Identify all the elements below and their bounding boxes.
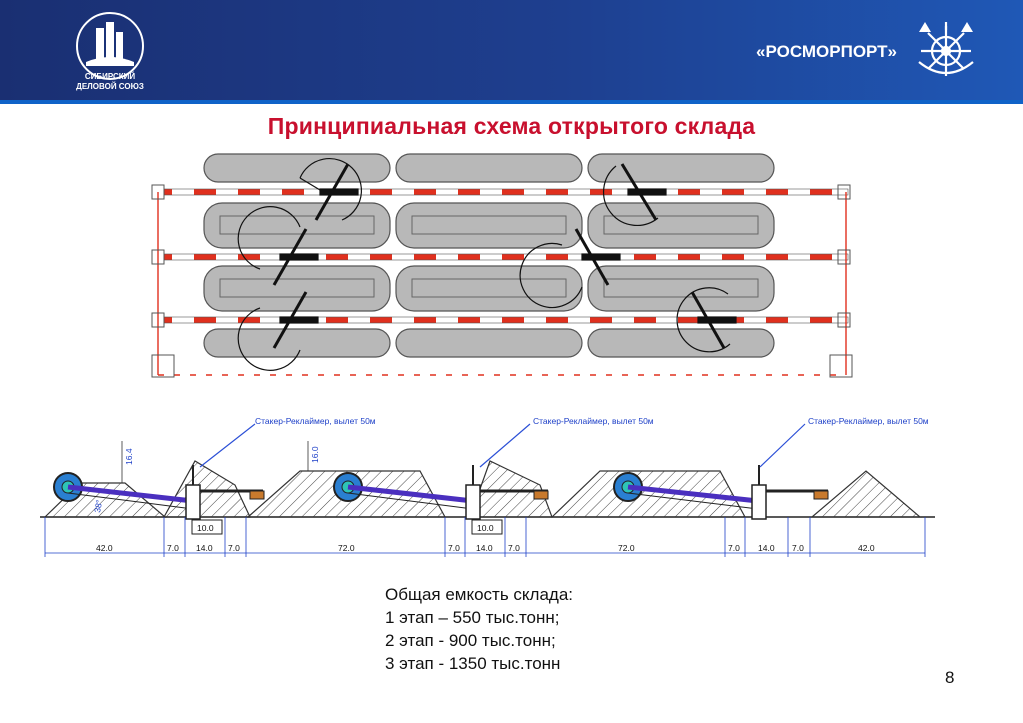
page-number: 8 [945, 668, 955, 687]
anchor-wheel-emblem-icon [918, 22, 974, 76]
capacity-heading: Общая емкость склада: [385, 585, 574, 604]
machine-label-1: Стакер-Реклаймер, вылет 50м [255, 416, 376, 426]
dim-label: 7.0 [792, 543, 804, 553]
slide-title: Принципиальная схема открытого склада [267, 113, 756, 139]
machine-label-3: Стакер-Реклаймер, вылет 50м [808, 416, 929, 426]
dimension-labels: 42.0 7.0 14.0 7.0 72.0 7.0 14.0 7.0 72.0… [96, 543, 875, 553]
dim-label: 72.0 [338, 543, 355, 553]
dim-label: 7.0 [508, 543, 520, 553]
header-stripe [0, 100, 1023, 104]
logo-text-line2: ДЕЛОВОЙ СОЮЗ [76, 82, 144, 91]
dim-label: 7.0 [728, 543, 740, 553]
height-label-1: 16.4 [124, 448, 134, 465]
dim-label: 7.0 [167, 543, 179, 553]
dim-label: 7.0 [228, 543, 240, 553]
stacker-reclaimers [237, 157, 737, 371]
dim-label: 14.0 [196, 543, 213, 553]
section-piles [43, 460, 922, 518]
dim-label: 14.0 [758, 543, 775, 553]
angle-label: 38° [92, 499, 104, 513]
dim-label: 7.0 [448, 543, 460, 553]
stacker-machines [53, 465, 829, 520]
storage-piles [203, 153, 775, 358]
dim-label: 72.0 [618, 543, 635, 553]
warehouse-plan-diagram [151, 153, 853, 378]
brand-name: «РОСМОРПОРТ» [756, 42, 897, 61]
capacity-info: Общая емкость склада: 1 этап – 550 тыс.т… [385, 583, 573, 675]
warehouse-section-diagram: Стакер-Реклаймер, вылет 50м Стакер-Рекла… [40, 416, 935, 557]
logo-text-line1: СИБИРСКИЙ [84, 72, 136, 81]
inner-dim-1: 10.0 [197, 523, 214, 533]
capacity-stage-1: 1 этап – 550 тыс.тонн; [385, 608, 560, 627]
dim-label: 42.0 [858, 543, 875, 553]
inner-dim-2: 10.0 [477, 523, 494, 533]
header-bar [0, 0, 1023, 104]
dim-label: 14.0 [476, 543, 493, 553]
capacity-stage-2: 2 этап - 900 тыс.тонн; [385, 631, 556, 650]
machine-label-2: Стакер-Реклаймер, вылет 50м [533, 416, 654, 426]
height-label-2: 16.0 [310, 446, 320, 463]
pile-inner-outlines [219, 215, 759, 298]
company-logo-icon [76, 12, 144, 80]
rails [151, 184, 853, 378]
capacity-stage-3: 3 этап - 1350 тыс.тонн [385, 654, 561, 673]
dim-label: 42.0 [96, 543, 113, 553]
label-leaders [199, 423, 806, 468]
